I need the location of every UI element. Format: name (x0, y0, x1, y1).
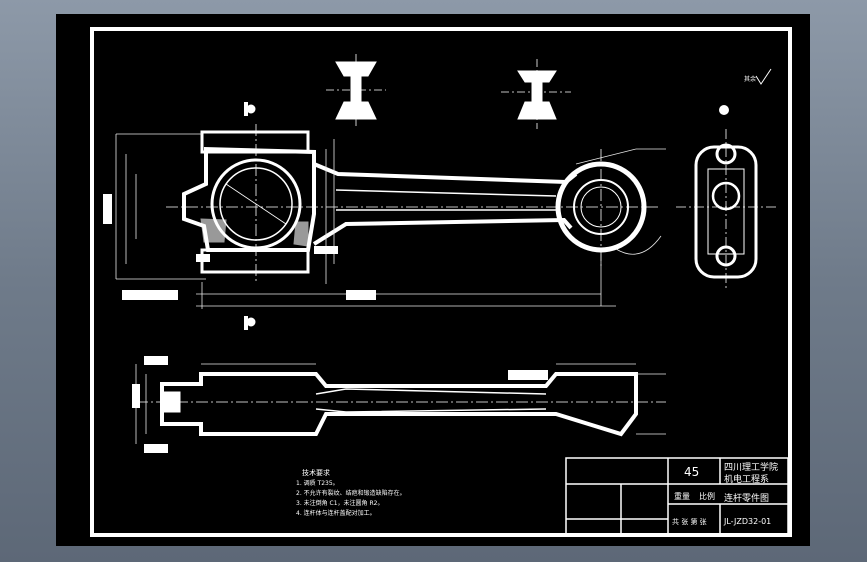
section-view-1 (326, 54, 386, 129)
part-name: 连杆零件图 (724, 494, 770, 504)
notes-line-3: 3. 未注倒角 C1，未注圆角 R2。 (296, 500, 384, 507)
drawing-sheet: 45 四川理工学院 机电工程系 连杆零件图 JL-JZD32-01 重量 比例 … (56, 14, 810, 546)
top-view (136, 372, 666, 437)
department-name: 机电工程系 (724, 475, 770, 485)
title-block-grid (565, 457, 789, 535)
top-view-tags (132, 356, 548, 453)
diagonal-radius (225, 183, 287, 225)
notes-line-1: 1. 调质 T235。 (296, 480, 339, 487)
material-label: 45 (684, 465, 700, 479)
rod-shank-top (313, 162, 578, 185)
side-view (676, 129, 776, 289)
sheet-label: 共 张 第 张 (672, 518, 707, 526)
notes-heading: 技术要求 (302, 469, 330, 477)
rod-shank-inner (335, 189, 557, 211)
side-view-marker (719, 105, 729, 115)
notes-line-4: 4. 连杆体与连杆盖配对加工。 (296, 510, 376, 517)
inner-border (90, 27, 792, 537)
roughness-symbol (755, 68, 772, 85)
section-marker-a (244, 102, 256, 116)
section-view-2 (501, 59, 571, 129)
rod-shank-bottom (312, 217, 573, 246)
front-dimensions (115, 133, 666, 309)
engineering-drawing (90, 27, 792, 537)
big-end-section-right (293, 221, 309, 247)
school-name: 四川理工学院 (724, 463, 779, 473)
front-dim-tags (103, 194, 376, 300)
scale-label: 比例 (699, 492, 715, 501)
big-end-section (200, 218, 227, 243)
big-end-bolt-pad (200, 248, 310, 274)
notes-line-2: 2. 不允许有裂纹、结疤和锻造缺陷存在。 (296, 490, 406, 497)
front-view (166, 124, 661, 284)
roughness-label: 其余 (744, 76, 757, 83)
drawing-number: JL-JZD32-01 (724, 517, 772, 526)
section-marker-b (244, 316, 256, 330)
weight-label: 重量 (674, 492, 690, 501)
